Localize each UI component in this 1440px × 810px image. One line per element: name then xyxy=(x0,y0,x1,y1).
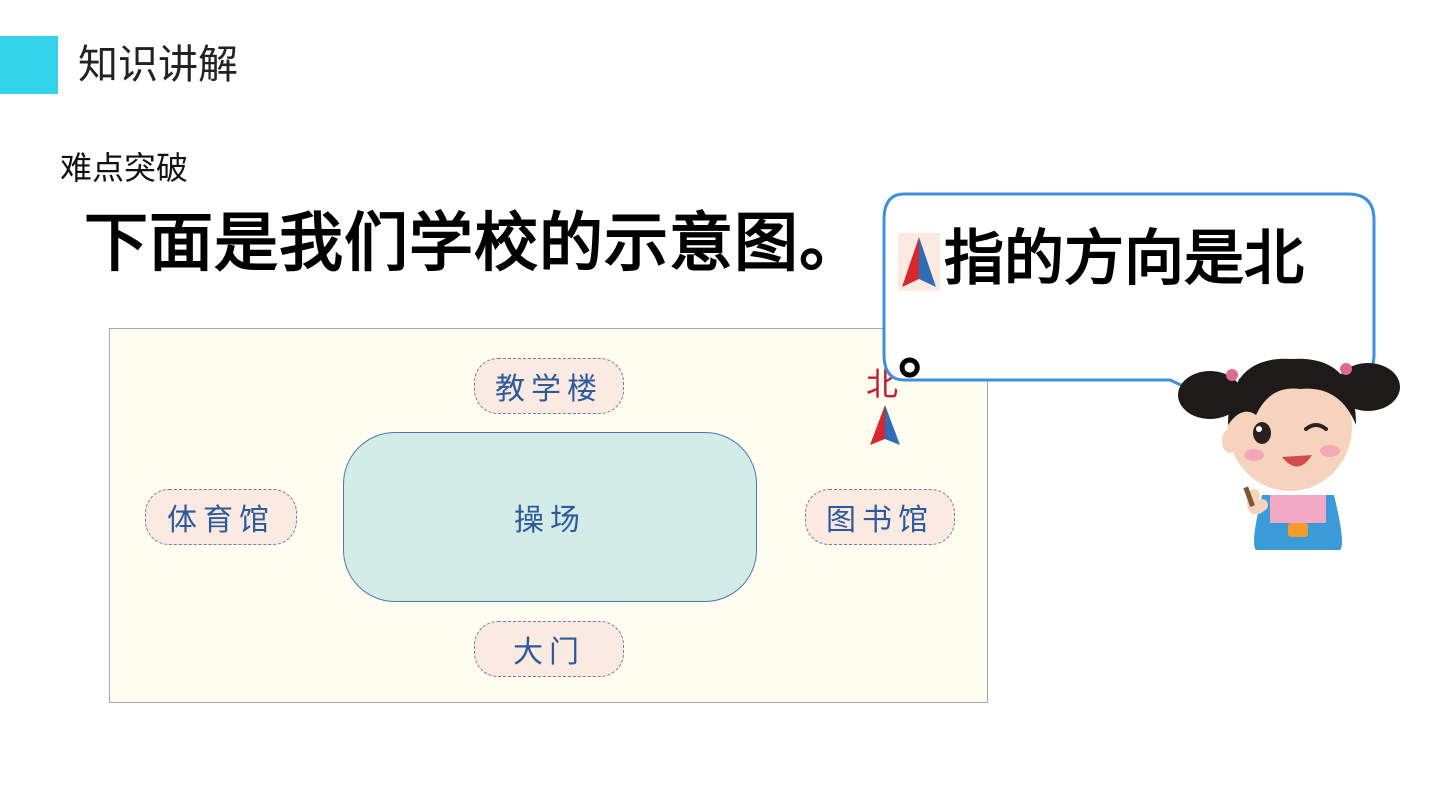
girl-illustration xyxy=(1178,358,1400,550)
main-heading: 下面是我们学校的示意图。 xyxy=(84,207,864,281)
playground: 操场 xyxy=(343,432,757,602)
bubble-line-1: 指的方向是北 xyxy=(944,224,1304,294)
speech-bubble-text: 指的方向是北 。 xyxy=(898,212,1358,400)
bubble-line-2: 。 xyxy=(898,318,958,388)
library-building: 图书馆 xyxy=(805,489,955,545)
teaching-building: 教学楼 xyxy=(474,358,624,414)
section-title: 知识讲解 xyxy=(78,42,238,88)
school-map: 教学楼 体育馆 图书馆 大门 操场 北 xyxy=(109,328,988,703)
subsection-title: 难点突破 xyxy=(60,149,189,187)
north-arrow-icon xyxy=(870,405,900,445)
gym-building: 体育馆 xyxy=(145,489,297,545)
gate: 大门 xyxy=(474,621,624,677)
north-arrow-icon xyxy=(898,233,940,292)
section-accent-bar xyxy=(0,36,58,94)
